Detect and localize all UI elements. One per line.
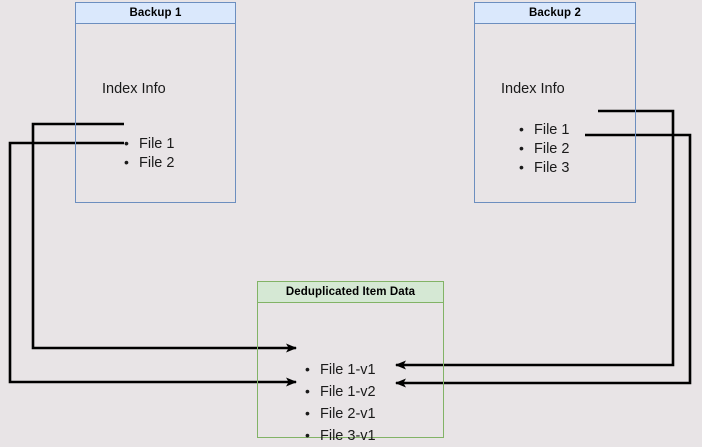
node-deduplicated-item-data[interactable]: Deduplicated Item Data File 1-v1 File 1-…	[257, 281, 444, 446]
backup-2-index-info-label: Index Info	[501, 81, 565, 97]
node-backup-1-body: Index Info File 1 File 2	[75, 24, 236, 203]
list-item: File 2	[124, 153, 174, 173]
list-item: File 1-v1	[305, 358, 376, 381]
node-dedup-body: File 1-v1 File 1-v2 File 2-v1 File 3-v1	[257, 303, 444, 446]
node-backup-1[interactable]: Backup 1 Index Info File 1 File 2	[75, 2, 236, 203]
node-backup-1-title: Backup 1	[75, 2, 236, 24]
list-item: File 3	[519, 158, 569, 178]
node-backup-2[interactable]: Backup 2 Index Info File 1 File 2 File 3	[474, 2, 636, 203]
list-item: File 2	[519, 139, 569, 159]
list-item: File 2-v1	[305, 402, 376, 425]
node-backup-2-body: Index Info File 1 File 2 File 3	[474, 24, 636, 203]
backup-2-file-list: File 1 File 2 File 3	[519, 120, 569, 178]
list-item: File 3-v1	[305, 424, 376, 447]
backup-1-file-list: File 1 File 2	[124, 134, 174, 173]
node-backup-2-title: Backup 2	[474, 2, 636, 24]
list-item: File 1	[124, 134, 174, 154]
backup-1-index-info-label: Index Info	[102, 81, 166, 97]
list-item: File 1-v2	[305, 380, 376, 403]
dedup-item-list: File 1-v1 File 1-v2 File 2-v1 File 3-v1	[305, 358, 376, 447]
list-item: File 1	[519, 120, 569, 140]
node-dedup-title: Deduplicated Item Data	[257, 281, 444, 303]
